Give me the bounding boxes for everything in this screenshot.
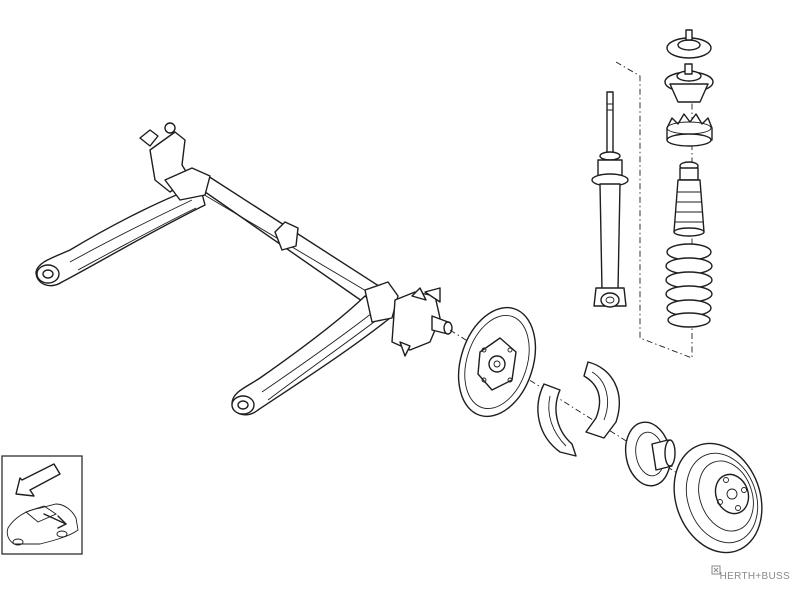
brake-shoe-lower [537, 383, 577, 457]
spring-axis-line [615, 61, 693, 359]
dust-boot [673, 161, 705, 237]
coil-spring [665, 243, 713, 328]
rear-axle-beam [35, 122, 453, 416]
upper-spring-mount [666, 29, 712, 59]
brand-watermark: HERTH+BUSS [719, 571, 790, 582]
brake-drum [673, 442, 763, 554]
brake-backing-plate [457, 306, 537, 418]
shock-absorber [591, 91, 629, 308]
bump-stop-ring [666, 113, 713, 147]
direction-arrow-icon [15, 463, 61, 497]
assembly-axis-line [449, 329, 721, 501]
wheel-hub [624, 421, 676, 487]
strut-top-mount [664, 63, 714, 103]
vehicle-location-inset [1, 455, 83, 555]
brake-shoe-upper [583, 361, 620, 439]
herth-buss-logo-icon [711, 565, 721, 575]
car-outline-icon [6, 503, 79, 546]
